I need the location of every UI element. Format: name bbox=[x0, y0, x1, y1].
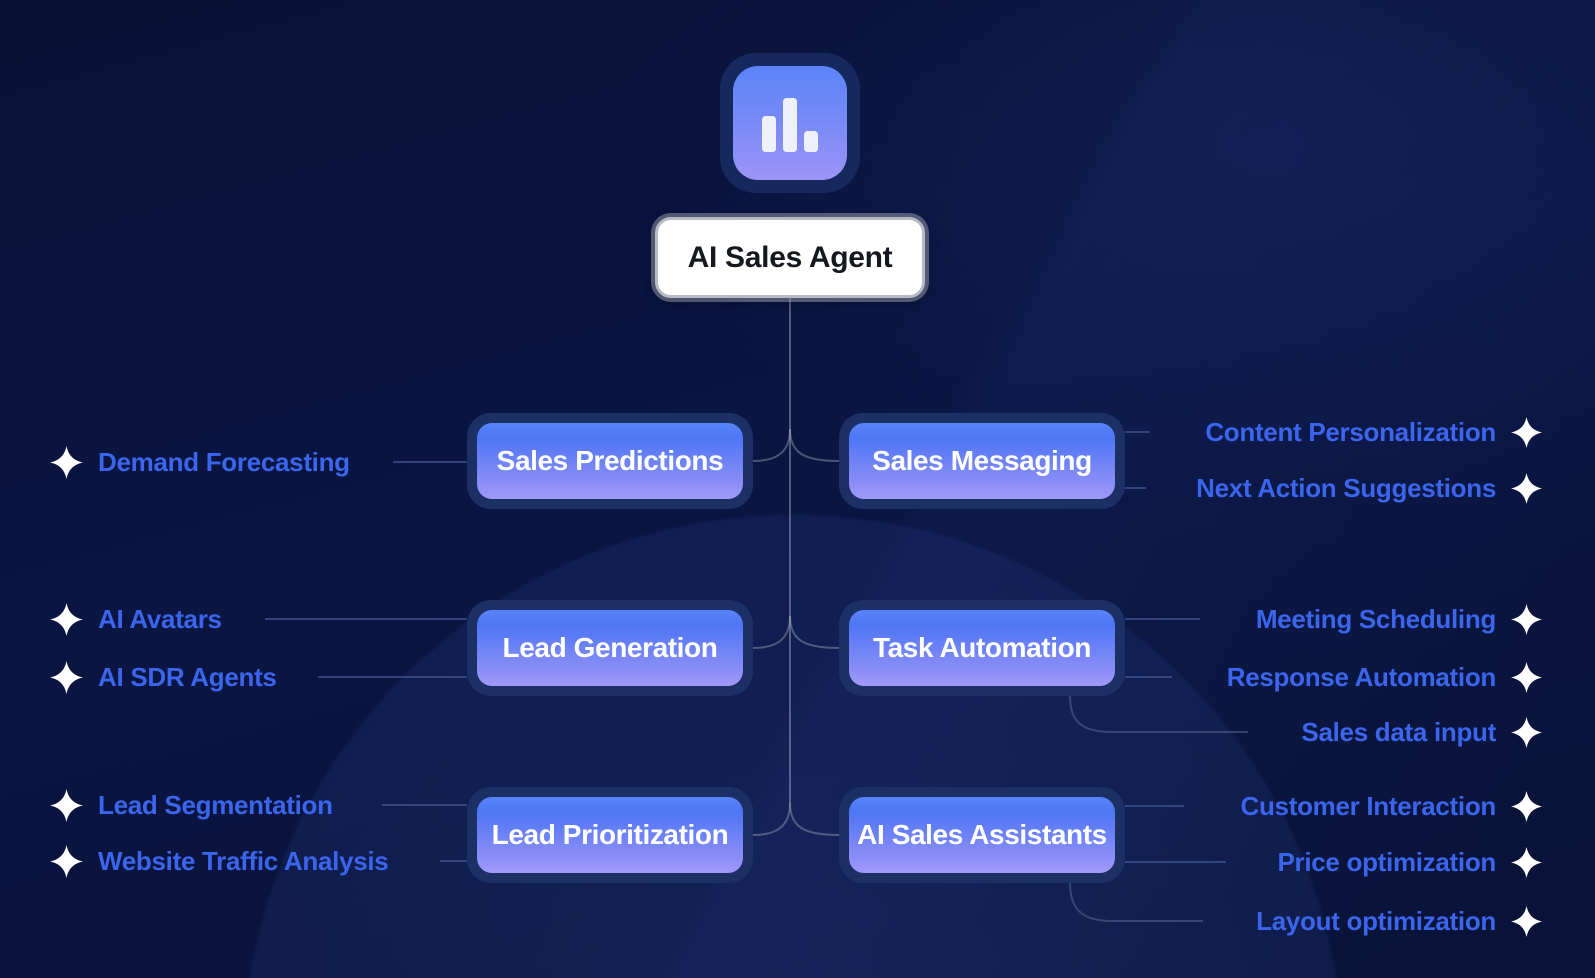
leaf-ai-sdr-agents: AI SDR Agents bbox=[50, 657, 277, 697]
fork-row3-right bbox=[789, 802, 840, 836]
sparkle-icon bbox=[1511, 790, 1542, 822]
fork-row3-left bbox=[752, 802, 791, 836]
leaf-price-optimization: Price optimization bbox=[1277, 842, 1542, 882]
bar-chart-bar-tall bbox=[783, 98, 797, 152]
leaf-meeting-scheduling: Meeting Scheduling bbox=[1256, 599, 1542, 639]
leaf-label: Sales data input bbox=[1301, 716, 1496, 747]
leaf-response-automation: Response Automation bbox=[1227, 657, 1542, 697]
fork-row2-right bbox=[789, 615, 840, 649]
connector-layout-optimization bbox=[1069, 882, 1203, 922]
fork-row1-right bbox=[789, 428, 840, 462]
branch-box-task-automation: Task Automation bbox=[839, 600, 1125, 696]
branch-label: Lead Prioritization bbox=[491, 819, 729, 850]
leaf-label: Customer Interaction bbox=[1240, 790, 1497, 821]
leaf-label: Website Traffic Analysis bbox=[98, 845, 389, 876]
leaf-customer-interaction: Customer Interaction bbox=[1240, 786, 1542, 826]
leaf-label: Content Personalization bbox=[1205, 416, 1496, 447]
sparkle-icon bbox=[1511, 603, 1542, 635]
sparkle-icon bbox=[50, 445, 83, 479]
sparkle-icon bbox=[1511, 661, 1542, 693]
branch-label: AI Sales Assistants bbox=[857, 819, 1107, 850]
sparkle-icon bbox=[1511, 905, 1542, 937]
leaf-label: Response Automation bbox=[1226, 661, 1497, 692]
branch-box-ai-sales-assistants: AI Sales Assistants bbox=[839, 787, 1125, 883]
leaf-label: Lead Segmentation bbox=[98, 789, 333, 820]
branch-box-sales-predictions: Sales Predictions bbox=[467, 413, 753, 509]
branch-label: Task Automation bbox=[872, 632, 1091, 663]
leaf-website-traffic-analysis: Website Traffic Analysis bbox=[50, 841, 389, 881]
leaf-label: Price optimization bbox=[1277, 846, 1496, 877]
bar-chart-bar-short bbox=[804, 131, 818, 152]
branch-box-sales-messaging: Sales Messaging bbox=[839, 413, 1125, 509]
sparkle-icon bbox=[1511, 416, 1542, 448]
leaf-label: AI SDR Agents bbox=[98, 661, 277, 692]
branch-box-lead-prioritization: Lead Prioritization bbox=[467, 787, 753, 883]
leaf-ai-avatars: AI Avatars bbox=[50, 599, 222, 639]
branch-label: Sales Predictions bbox=[496, 445, 724, 476]
fork-row1-left bbox=[752, 428, 791, 462]
bar-chart-icon bbox=[720, 53, 860, 193]
leaf-layout-optimization: Layout optimization bbox=[1256, 901, 1542, 941]
leaf-label: Next Action Suggestions bbox=[1196, 472, 1496, 503]
leaf-content-personalization: Content Personalization bbox=[1205, 412, 1542, 452]
leaf-next-action-suggestions: Next Action Suggestions bbox=[1196, 468, 1542, 508]
sparkle-icon bbox=[1511, 846, 1542, 878]
bar-chart-icon-tile bbox=[733, 66, 847, 180]
sparkle-icon bbox=[50, 844, 83, 878]
leaf-demand-forecasting: Demand Forecasting bbox=[50, 442, 350, 482]
sparkle-icon bbox=[50, 602, 83, 636]
branch-label: Sales Messaging bbox=[872, 445, 1092, 476]
leaf-label: AI Avatars bbox=[98, 603, 222, 634]
sparkle-icon bbox=[50, 660, 83, 694]
sparkle-icon bbox=[1511, 472, 1542, 504]
leaf-label: Layout optimization bbox=[1256, 905, 1496, 936]
connector-sales-data-input bbox=[1069, 695, 1248, 733]
leaf-lead-segmentation: Lead Segmentation bbox=[50, 785, 333, 825]
bar-chart-bar-medium bbox=[762, 116, 776, 152]
branch-box-lead-generation: Lead Generation bbox=[467, 600, 753, 696]
leaf-label: Demand Forecasting bbox=[98, 446, 350, 477]
root-node-label: AI Sales Agent bbox=[687, 240, 893, 274]
fork-row2-left bbox=[752, 615, 791, 649]
root-node-ai-sales-agent: AI Sales Agent bbox=[655, 217, 925, 298]
leaf-sales-data-input: Sales data input bbox=[1301, 712, 1542, 752]
leaf-label: Meeting Scheduling bbox=[1255, 603, 1496, 634]
branch-label: Lead Generation bbox=[502, 632, 718, 663]
sparkle-icon bbox=[1511, 716, 1542, 748]
sparkle-icon bbox=[50, 788, 83, 822]
